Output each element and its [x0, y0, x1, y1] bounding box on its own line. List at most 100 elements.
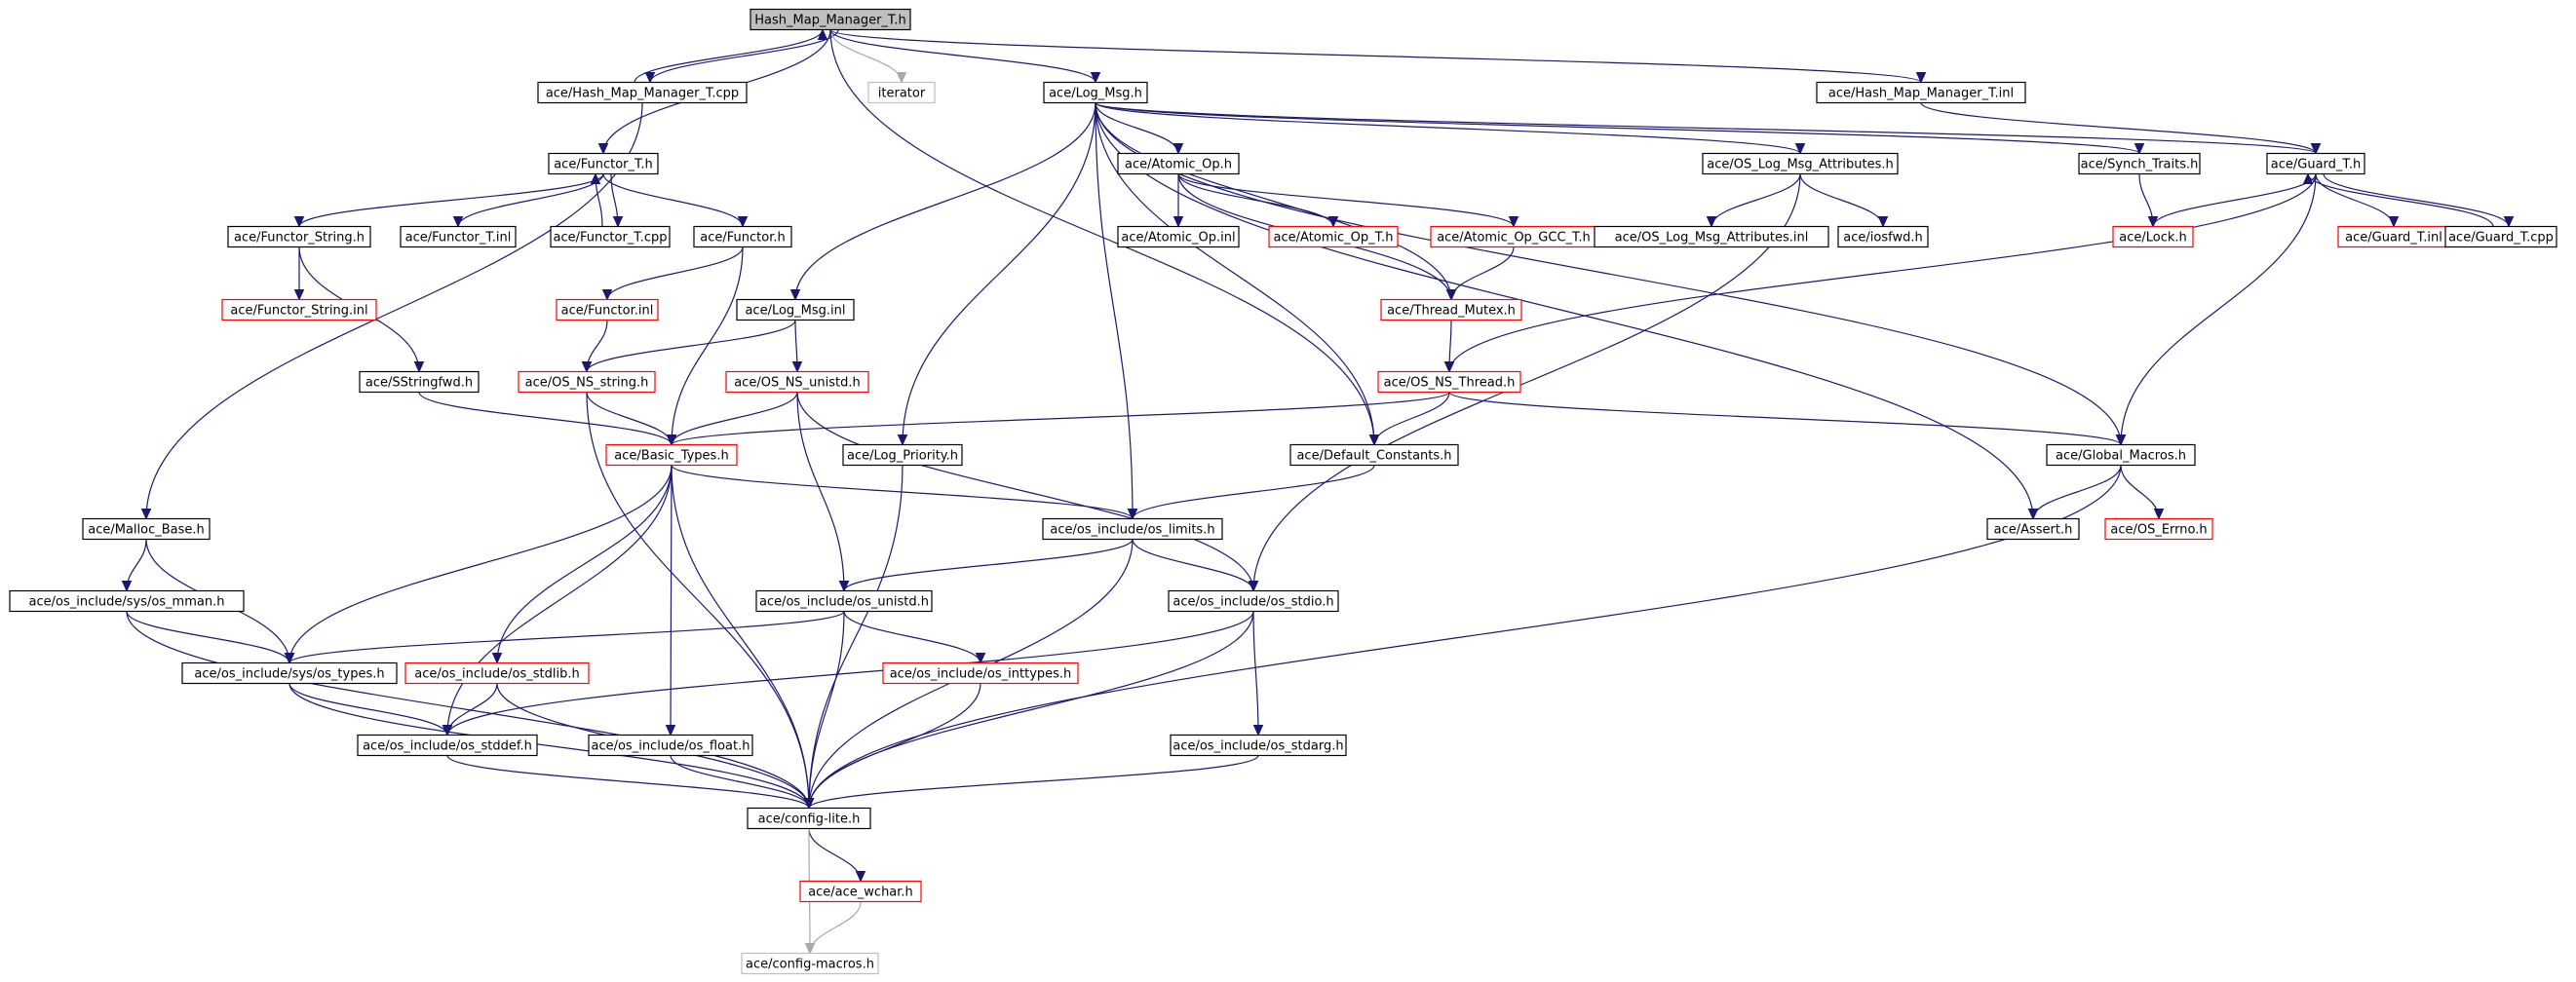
node-box[interactable] [1268, 225, 1399, 248]
node-ace-os-include-os-unistd-h[interactable]: ace/os_include/os_unistd.h [755, 589, 933, 613]
node-box[interactable] [588, 734, 753, 757]
edge-line [808, 754, 1259, 810]
node-ace-os-include-os-inttypes-h[interactable]: ace/os_include/os_inttypes.h [882, 661, 1079, 685]
node-ace-os-ns-string-h[interactable]: ace/OS_NS_string.h [518, 370, 656, 394]
node-ace-functor-inl[interactable]: ace/Functor.inl [556, 298, 659, 321]
node-box[interactable] [1117, 152, 1240, 175]
node-box[interactable] [1168, 589, 1339, 613]
node-ace-config-lite-h[interactable]: ace/config-lite.h [747, 807, 871, 830]
node-ace-hash-map-manager-t-cpp[interactable]: ace/Hash_Map_Manager_T.cpp [537, 81, 748, 104]
node-ace-os-ns-unistd-h[interactable]: ace/OS_NS_unistd.h [725, 370, 869, 394]
node-box[interactable] [693, 225, 792, 248]
node-ace-functor-t-cpp[interactable]: ace/Functor_T.cpp [550, 225, 671, 248]
node-ace-os-include-os-stddef-h[interactable]: ace/os_include/os_stddef.h [357, 734, 538, 757]
node-ace-default-constants-h[interactable]: ace/Default_Constants.h [1289, 443, 1459, 467]
node-ace-synch-traits-h[interactable]: ace/Synch_Traits.h [2078, 152, 2201, 175]
node-ace-functor-h[interactable]: ace/Functor.h [693, 225, 792, 248]
node-box[interactable] [1043, 81, 1148, 104]
node-box[interactable] [2266, 152, 2365, 175]
node-ace-log-msg-h[interactable]: ace/Log_Msg.h [1043, 81, 1148, 104]
node-ace-thread-mutex-h[interactable]: ace/Thread_Mutex.h [1380, 298, 1522, 321]
node-ace-os-errno-h[interactable]: ace/OS_Errno.h [2104, 517, 2213, 541]
node-ace-guard-t-h[interactable]: ace/Guard_T.h [2266, 152, 2365, 175]
node-ace-sstringfwd-h[interactable]: ace/SStringfwd.h [359, 370, 480, 394]
node-box[interactable] [2112, 225, 2194, 248]
node-box[interactable] [725, 370, 869, 394]
edge-thread_mutex_h-to-os_ns_thread [1443, 320, 1455, 373]
node-ace-functor-t-h[interactable]: ace/Functor_T.h [548, 152, 659, 175]
node-box[interactable] [2046, 443, 2196, 467]
node-box[interactable] [400, 225, 517, 248]
node-box[interactable] [1377, 370, 1521, 394]
node-ace-os-include-os-limits-h[interactable]: ace/os_include/os_limits.h [1042, 517, 1223, 541]
node-box[interactable] [1117, 225, 1240, 248]
node-ace-log-msg-inl[interactable]: ace/Log_Msg.inl [736, 298, 855, 321]
node-box[interactable] [556, 298, 659, 321]
node-ace-guard-t-inl[interactable]: ace/Guard_T.inl [2337, 225, 2450, 248]
arrow-head [817, 28, 828, 40]
node-box[interactable] [605, 443, 738, 467]
edge-log_msg_h-to-log_msg_inl [789, 102, 1096, 301]
node-ace-basic-types-h[interactable]: ace/Basic_Types.h [605, 443, 738, 467]
node-ace-os-log-msg-attributes-inl[interactable]: ace/OS_Log_Msg_Attributes.inl [1594, 225, 1829, 248]
node-ace-atomic-op-h[interactable]: ace/Atomic_Op.h [1117, 152, 1240, 175]
node-box[interactable] [842, 443, 963, 467]
node-ace-atomic-op-gcc-t-h[interactable]: ace/Atomic_Op_GCC_T.h [1430, 225, 1597, 248]
node-box[interactable] [404, 661, 590, 685]
node-box[interactable] [359, 370, 480, 394]
node-ace-global-macros-h[interactable]: ace/Global_Macros.h [2046, 443, 2196, 467]
node-box[interactable] [755, 589, 933, 613]
node-ace-os-include-os-float-h[interactable]: ace/os_include/os_float.h [588, 734, 753, 757]
node-box[interactable] [221, 298, 377, 321]
node-box[interactable] [82, 517, 211, 541]
node-ace-os-include-os-stdarg-h[interactable]: ace/os_include/os_stdarg.h [1170, 734, 1347, 757]
node-ace-functor-string-h[interactable]: ace/Functor_String.h [227, 225, 371, 248]
node-ace-malloc-base-h[interactable]: ace/Malloc_Base.h [82, 517, 211, 541]
node-box[interactable] [1380, 298, 1522, 321]
node-ace-lock-h[interactable]: ace/Lock.h [2112, 225, 2194, 248]
node-box[interactable] [1816, 81, 2026, 104]
node-box[interactable] [518, 370, 656, 394]
node-ace-ace-wchar-h[interactable]: ace/ace_wchar.h [799, 880, 922, 903]
node-ace-assert-h[interactable]: ace/Assert.h [1986, 517, 2080, 541]
node-box[interactable] [548, 152, 659, 175]
node-ace-functor-t-inl[interactable]: ace/Functor_T.inl [400, 225, 517, 248]
node-ace-functor-string-inl[interactable]: ace/Functor_String.inl [221, 298, 377, 321]
node-box[interactable] [357, 734, 538, 757]
node-ace-os-log-msg-attributes-h[interactable]: ace/OS_Log_Msg_Attributes.h [1702, 152, 1899, 175]
node-ace-os-include-sys-os-mman-h[interactable]: ace/os_include/sys/os_mman.h [9, 589, 245, 613]
node-ace-os-ns-thread-h[interactable]: ace/OS_NS_Thread.h [1377, 370, 1521, 394]
node-box[interactable] [736, 298, 855, 321]
node-ace-os-include-os-stdio-h[interactable]: ace/os_include/os_stdio.h [1168, 589, 1339, 613]
node-box[interactable] [537, 81, 748, 104]
node-ace-iosfwd-h[interactable]: ace/iosfwd.h [1837, 225, 1929, 248]
node-box[interactable] [1837, 225, 1929, 248]
node-box[interactable] [1986, 517, 2080, 541]
node-ace-os-include-sys-os-types-h[interactable]: ace/os_include/sys/os_types.h [181, 661, 398, 685]
node-box[interactable] [227, 225, 371, 248]
node-box[interactable] [9, 589, 245, 613]
node-box[interactable] [2078, 152, 2201, 175]
node-box[interactable] [550, 225, 671, 248]
node-box[interactable] [799, 880, 922, 903]
node-label: ace/Guard_T.inl [2345, 231, 2442, 246]
node-box[interactable] [2444, 225, 2557, 248]
node-box[interactable] [747, 807, 871, 830]
edge-line [809, 901, 862, 954]
node-box[interactable] [1289, 443, 1459, 467]
node-box[interactable] [1594, 225, 1829, 248]
node-box[interactable] [2104, 517, 2213, 541]
node-ace-atomic-op-t-h[interactable]: ace/Atomic_Op_T.h [1268, 225, 1399, 248]
node-ace-atomic-op-inl[interactable]: ace/Atomic_Op.inl [1117, 225, 1240, 248]
node-ace-os-include-os-stdlib-h[interactable]: ace/os_include/os_stdlib.h [404, 661, 590, 685]
node-box[interactable] [882, 661, 1079, 685]
node-box[interactable] [1170, 734, 1347, 757]
arrow-head [1368, 434, 1380, 446]
node-ace-hash-map-manager-t-inl[interactable]: ace/Hash_Map_Manager_T.inl [1816, 81, 2026, 104]
node-ace-log-priority-h[interactable]: ace/Log_Priority.h [842, 443, 963, 467]
node-box[interactable] [1702, 152, 1899, 175]
node-ace-guard-t-cpp[interactable]: ace/Guard_T.cpp [2444, 225, 2557, 248]
node-box[interactable] [1042, 517, 1223, 541]
edge-line [1373, 392, 1450, 445]
node-box[interactable] [181, 661, 398, 685]
